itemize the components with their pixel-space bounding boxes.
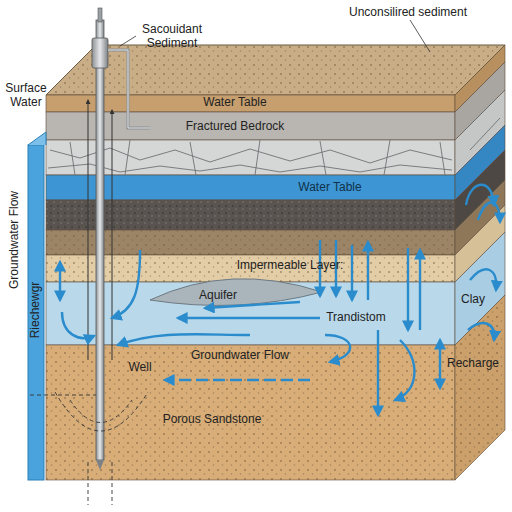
flow-arrows <box>60 185 500 415</box>
side-label: Groundwater Flow <box>8 191 22 289</box>
leader-lines <box>120 20 430 52</box>
surface-water-top <box>28 132 46 145</box>
flow-label: Recharge <box>447 357 499 371</box>
layer-label: Aquifer <box>199 289 237 303</box>
side-label: Surface Water <box>0 82 52 110</box>
well-head-label: Sacouidant Sediment <box>135 23 209 51</box>
layer-label: Impermeable Layer: <box>237 259 344 273</box>
surface-texture <box>46 45 505 95</box>
layer-label: Water Table <box>203 96 266 110</box>
layer-label: Porous Sandstone <box>163 413 262 427</box>
well-flow-lines <box>88 100 112 360</box>
layer-label: Clay <box>461 293 485 307</box>
side-layers <box>455 45 505 480</box>
flow-label: Groundwater Flow <box>191 349 289 363</box>
well-label: Well <box>128 361 151 375</box>
surface-water-bar <box>28 145 44 480</box>
layer-label: Water Table <box>298 181 361 195</box>
flow-label: Trandistom <box>326 311 386 325</box>
layer-label: Fractured Bedrock <box>186 120 285 134</box>
surface-label: Unconsilired sediment <box>349 6 467 20</box>
front-layers <box>46 95 455 480</box>
ground-surface <box>46 45 505 95</box>
bar-label: Riechewgr <box>29 282 43 339</box>
well <box>92 8 150 470</box>
cone-of-depression <box>30 392 148 505</box>
rock-fractures <box>48 100 500 175</box>
